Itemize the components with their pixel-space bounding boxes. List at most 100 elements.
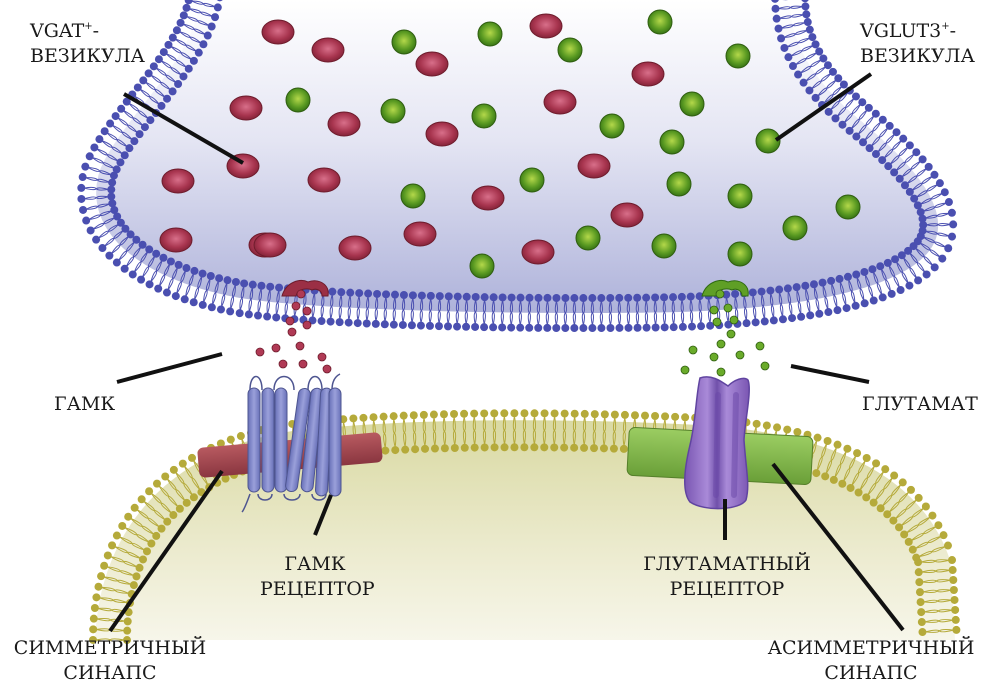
- lipid: [777, 25, 814, 43]
- glutamate-molecule: [760, 361, 770, 371]
- lipid: [462, 292, 471, 331]
- lipid: [189, 269, 207, 307]
- lipid: [161, 472, 191, 507]
- lipid: [184, 0, 222, 12]
- lipid: [904, 246, 931, 279]
- lipid: [216, 0, 223, 2]
- lipid: [169, 465, 198, 502]
- lipid: [818, 278, 833, 317]
- gaba-vesicle: [338, 235, 372, 261]
- lipid: [916, 198, 953, 217]
- lipid: [89, 635, 131, 645]
- lipid: [876, 478, 907, 513]
- lipid: [162, 260, 183, 297]
- lipid: [916, 595, 959, 607]
- lipid: [145, 487, 178, 520]
- lipid: [900, 162, 933, 190]
- lipid: [453, 292, 462, 331]
- lipid: [792, 283, 806, 321]
- gaba-molecule: [298, 359, 308, 369]
- lipid: [900, 511, 937, 539]
- lipid: [599, 410, 609, 453]
- lipid: [117, 104, 149, 132]
- lipid: [904, 521, 943, 546]
- gaba-vesicle: [415, 51, 449, 77]
- lipid: [914, 566, 957, 577]
- lipid: [805, 67, 837, 95]
- lipid: [552, 293, 561, 332]
- gaba-molecule: [322, 364, 332, 374]
- lipid: [876, 262, 896, 298]
- vesicle-group: [159, 9, 861, 279]
- gaba-vesicle: [425, 121, 459, 147]
- label-asymmetric-synapse: АСИММЕТРИЧНЫЙ СИНАПС: [767, 637, 975, 684]
- gaba-vesicle: [307, 167, 341, 193]
- lipid: [821, 440, 842, 481]
- lipid: [106, 119, 139, 146]
- glutamate-vesicle: [469, 253, 495, 279]
- gaba-vesicle: [403, 221, 437, 247]
- glutamate-vesicle: [380, 98, 406, 124]
- lipid: [530, 409, 539, 452]
- lipid: [525, 293, 534, 332]
- lipid: [609, 410, 619, 453]
- lipid: [144, 69, 177, 96]
- receptor-helix: [261, 387, 275, 493]
- label-glutamate-receptor: ГЛУТАМАТНЫЙ РЕЦЕПТОР: [643, 553, 811, 600]
- lipid: [918, 625, 961, 637]
- lipid: [145, 253, 168, 289]
- lipid: [434, 292, 444, 331]
- gaba-vesicle: [610, 202, 644, 228]
- leader-asymmetric: [771, 462, 905, 632]
- gaba-vesicle: [327, 111, 361, 137]
- gaba-vesicle: [577, 153, 611, 179]
- lipid: [137, 249, 161, 284]
- gaba-vesicle: [229, 95, 263, 121]
- lipid: [917, 605, 960, 617]
- lipid: [77, 183, 116, 194]
- lipid: [353, 289, 364, 328]
- lipid: [624, 293, 633, 332]
- glutamate-vesicle: [477, 21, 503, 47]
- lipid: [686, 292, 696, 331]
- lipid: [362, 289, 373, 328]
- glutamate-vesicle: [400, 183, 426, 209]
- lipid: [891, 255, 914, 290]
- lipid: [450, 409, 459, 452]
- lipid: [868, 265, 887, 302]
- label-gaba-receptor: ГАМК РЕЦЕПТОР: [260, 553, 375, 600]
- glutamate-vesicle: [575, 225, 601, 251]
- lipid: [89, 614, 132, 626]
- lipid: [124, 512, 161, 540]
- lipid: [419, 410, 430, 453]
- leader-symmetric: [108, 469, 224, 633]
- lipid: [884, 141, 914, 171]
- lipid: [910, 179, 944, 203]
- leader-vgat: [122, 92, 245, 165]
- lipid: [852, 109, 880, 141]
- gaba-molecule: [285, 316, 295, 326]
- lipid: [152, 479, 184, 513]
- glutamate-vesicle: [727, 241, 753, 267]
- lipid: [122, 97, 155, 125]
- lipid: [890, 148, 921, 177]
- glutamate-molecule: [726, 329, 736, 339]
- lipid: [133, 83, 166, 110]
- gaba-vesicle: [253, 232, 287, 258]
- gaba-vesicle: [311, 37, 345, 63]
- lipid: [788, 47, 824, 71]
- lipid: [831, 92, 860, 123]
- lipid: [835, 274, 851, 313]
- glutamate-vesicle: [755, 128, 781, 154]
- lipid: [534, 293, 543, 332]
- lipid: [389, 290, 399, 329]
- lipid: [543, 293, 552, 332]
- lipid: [871, 128, 901, 159]
- lipid: [78, 173, 117, 187]
- glutamate-vesicle: [647, 9, 673, 35]
- glutamate-vesicle: [391, 29, 417, 55]
- glutamate-molecule: [680, 365, 690, 375]
- lipid: [854, 459, 881, 497]
- lipid: [561, 294, 570, 333]
- lipid: [86, 212, 122, 235]
